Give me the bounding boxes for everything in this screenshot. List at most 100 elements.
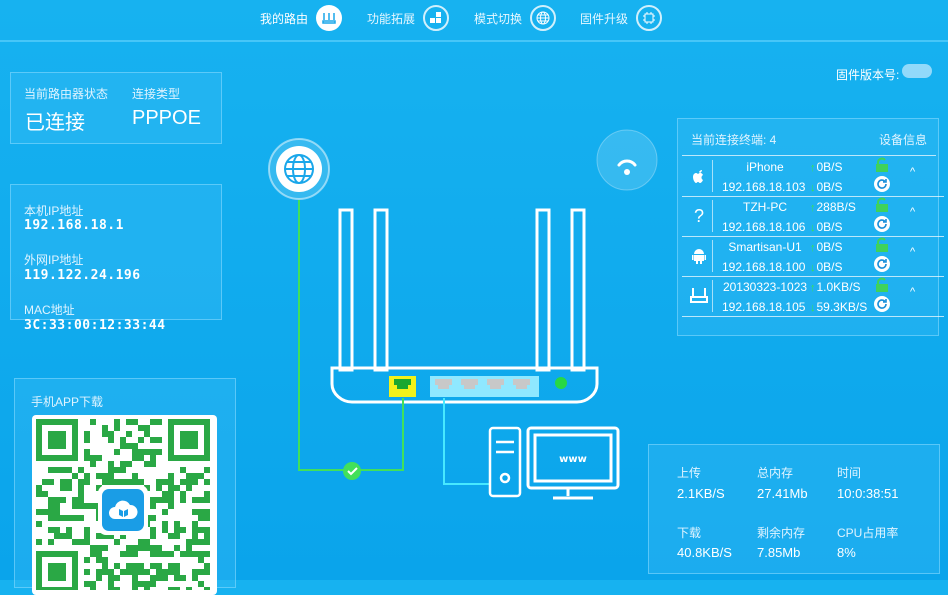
mac-label: MAC地址 — [24, 303, 75, 317]
app-download-panel: 手机APP下载 — [14, 378, 236, 595]
nav-feature-extension[interactable]: 功能拓展 — [367, 3, 450, 33]
arrow-down-icon: ↓ — [810, 262, 816, 274]
nav-label: 功能拓展 — [367, 11, 416, 26]
device-count-label: 当前连接终端: 4 — [691, 133, 777, 147]
wifi-icon — [617, 159, 637, 167]
upload-value: 2.1KB/S — [677, 486, 725, 501]
globe-icon — [530, 5, 557, 31]
devices-header-divider — [682, 155, 936, 156]
apple-icon — [686, 160, 713, 192]
device-upload-value: 1.0KB/S — [816, 280, 861, 294]
top-nav: 我的路由 功能拓展 模式切换 固件升级 — [0, 0, 948, 40]
connection-type-value: PPPOE — [132, 107, 201, 129]
network-topology-diagram: www — [268, 129, 658, 500]
arrow-up-icon: ↑ — [810, 242, 816, 254]
lock-icon[interactable] — [874, 237, 890, 253]
refresh-icon[interactable] — [874, 176, 890, 192]
device-download-value: 0B/S — [816, 260, 843, 274]
nav-label: 固件升级 — [580, 11, 629, 26]
refresh-icon[interactable] — [874, 296, 890, 312]
device-info-link[interactable]: 设备信息 — [879, 133, 928, 147]
expand-caret[interactable]: ^ — [910, 286, 916, 298]
device-row[interactable]: iPhone 192.168.18.103 ↑0B/S ↓0B/S ^ — [682, 156, 944, 197]
router-graphic — [330, 208, 599, 404]
arrow-down-icon: ↓ — [810, 182, 816, 194]
check-icon — [343, 462, 361, 480]
expand-caret[interactable]: ^ — [910, 166, 916, 178]
device-ip: 192.168.18.103 — [722, 180, 806, 194]
network-info-panel: 本机IP地址 192.168.18.1 外网IP地址 119.122.24.19… — [10, 184, 222, 333]
device-upload-rate: ↑0B/S — [810, 160, 843, 174]
arrow-down-icon: ↓ — [810, 302, 816, 314]
router-state-value: 已连接 — [25, 112, 85, 134]
device-download-value: 59.3KB/S — [816, 300, 868, 314]
apps-icon — [423, 5, 450, 31]
monitor-www-text: www — [559, 454, 587, 465]
wan-ip-label: 外网IP地址 — [24, 253, 84, 267]
lock-icon[interactable] — [874, 277, 890, 293]
expand-caret[interactable]: ^ — [910, 206, 916, 218]
device-upload-rate: ↑288B/S — [810, 200, 856, 214]
firmware-version-label: 固件版本号: — [836, 68, 900, 82]
arrow-up-icon: ↑ — [810, 282, 816, 294]
upload-label: 上传 — [677, 466, 702, 480]
device-list: iPhone 192.168.18.103 ↑0B/S ↓0B/S ^ ? TZ… — [682, 156, 944, 317]
device-row[interactable]: ? TZH-PC 192.168.18.106 ↑288B/S ↓0B/S ^ — [682, 196, 944, 237]
device-download-value: 0B/S — [816, 180, 843, 194]
cpu-usage-label: CPU占用率 — [837, 526, 899, 540]
lan-connection-line — [443, 398, 489, 485]
router-state-label: 当前路由器状态 — [24, 87, 109, 101]
arrow-down-icon: ↓ — [810, 222, 816, 234]
mac-value: 3C:33:00:12:33:44 — [24, 318, 166, 333]
monitor-icon — [526, 426, 620, 500]
status-led — [555, 377, 567, 389]
download-label: 下载 — [677, 526, 702, 540]
device-glyph: ? — [693, 205, 704, 226]
router-icon — [316, 5, 343, 31]
arrow-up-icon: ↑ — [810, 202, 816, 214]
nav-label: 模式切换 — [474, 11, 523, 26]
pc-tower-icon — [488, 426, 522, 498]
nav-my-router[interactable]: 我的路由 — [260, 3, 343, 33]
cpu-usage-value: 8% — [837, 545, 856, 560]
free-memory-label: 剩余内存 — [757, 526, 806, 540]
device-row[interactable]: 20130323-1023 192.168.18.105 ↑1.0KB/S ↓5… — [682, 276, 944, 317]
device-upload-rate: ↑1.0KB/S — [810, 280, 861, 294]
lock-icon[interactable] — [874, 157, 890, 173]
cloud-logo-icon — [102, 489, 144, 531]
device-upload-rate: ↑0B/S — [810, 240, 843, 254]
wan-ip-value: 119.122.24.196 — [24, 268, 141, 283]
device-name: 20130323-1023 — [722, 280, 808, 294]
device-download-rate: ↓59.3KB/S — [810, 300, 867, 314]
nav-label: 我的路由 — [260, 11, 309, 26]
lock-icon[interactable] — [874, 197, 890, 213]
unknown-device-icon: ? — [686, 200, 713, 232]
device-ip: 192.168.18.100 — [722, 260, 806, 274]
chip-icon — [636, 5, 663, 31]
time-value: 10:0:38:51 — [837, 486, 899, 501]
device-name: TZH-PC — [743, 200, 787, 214]
nav-firmware-upgrade[interactable]: 固件升级 — [580, 3, 663, 33]
connected-devices-panel: 当前连接终端: 4 设备信息 iPhone 192.168.18.103 ↑0B… — [677, 118, 944, 336]
system-stats-panel: 上传 2.1KB/S 总内存 27.41Mb 时间 10:0:38:51 下载 … — [648, 444, 940, 574]
nav-divider — [0, 40, 948, 42]
nav-mode-switch[interactable]: 模式切换 — [474, 3, 557, 33]
time-label: 时间 — [837, 466, 862, 480]
refresh-icon[interactable] — [874, 256, 890, 272]
lan-ports — [430, 376, 539, 397]
arrow-up-icon: ↑ — [810, 162, 816, 174]
refresh-icon[interactable] — [874, 216, 890, 232]
app-qr-code[interactable] — [32, 415, 217, 595]
device-upload-value: 0B/S — [816, 160, 843, 174]
device-row[interactable]: Smartisan-U1 192.168.18.100 ↑0B/S ↓0B/S … — [682, 236, 944, 277]
device-download-rate: ↓0B/S — [810, 180, 843, 194]
app-download-label: 手机APP下载 — [31, 395, 104, 409]
device-download-rate: ↓0B/S — [810, 260, 843, 274]
expand-caret[interactable]: ^ — [910, 246, 916, 258]
firmware-version-pill — [902, 64, 932, 78]
download-value: 40.8KB/S — [677, 545, 732, 560]
local-ip-label: 本机IP地址 — [24, 204, 84, 218]
connection-type-label: 连接类型 — [132, 87, 181, 101]
device-download-value: 0B/S — [816, 220, 843, 234]
device-name: iPhone — [746, 160, 784, 174]
